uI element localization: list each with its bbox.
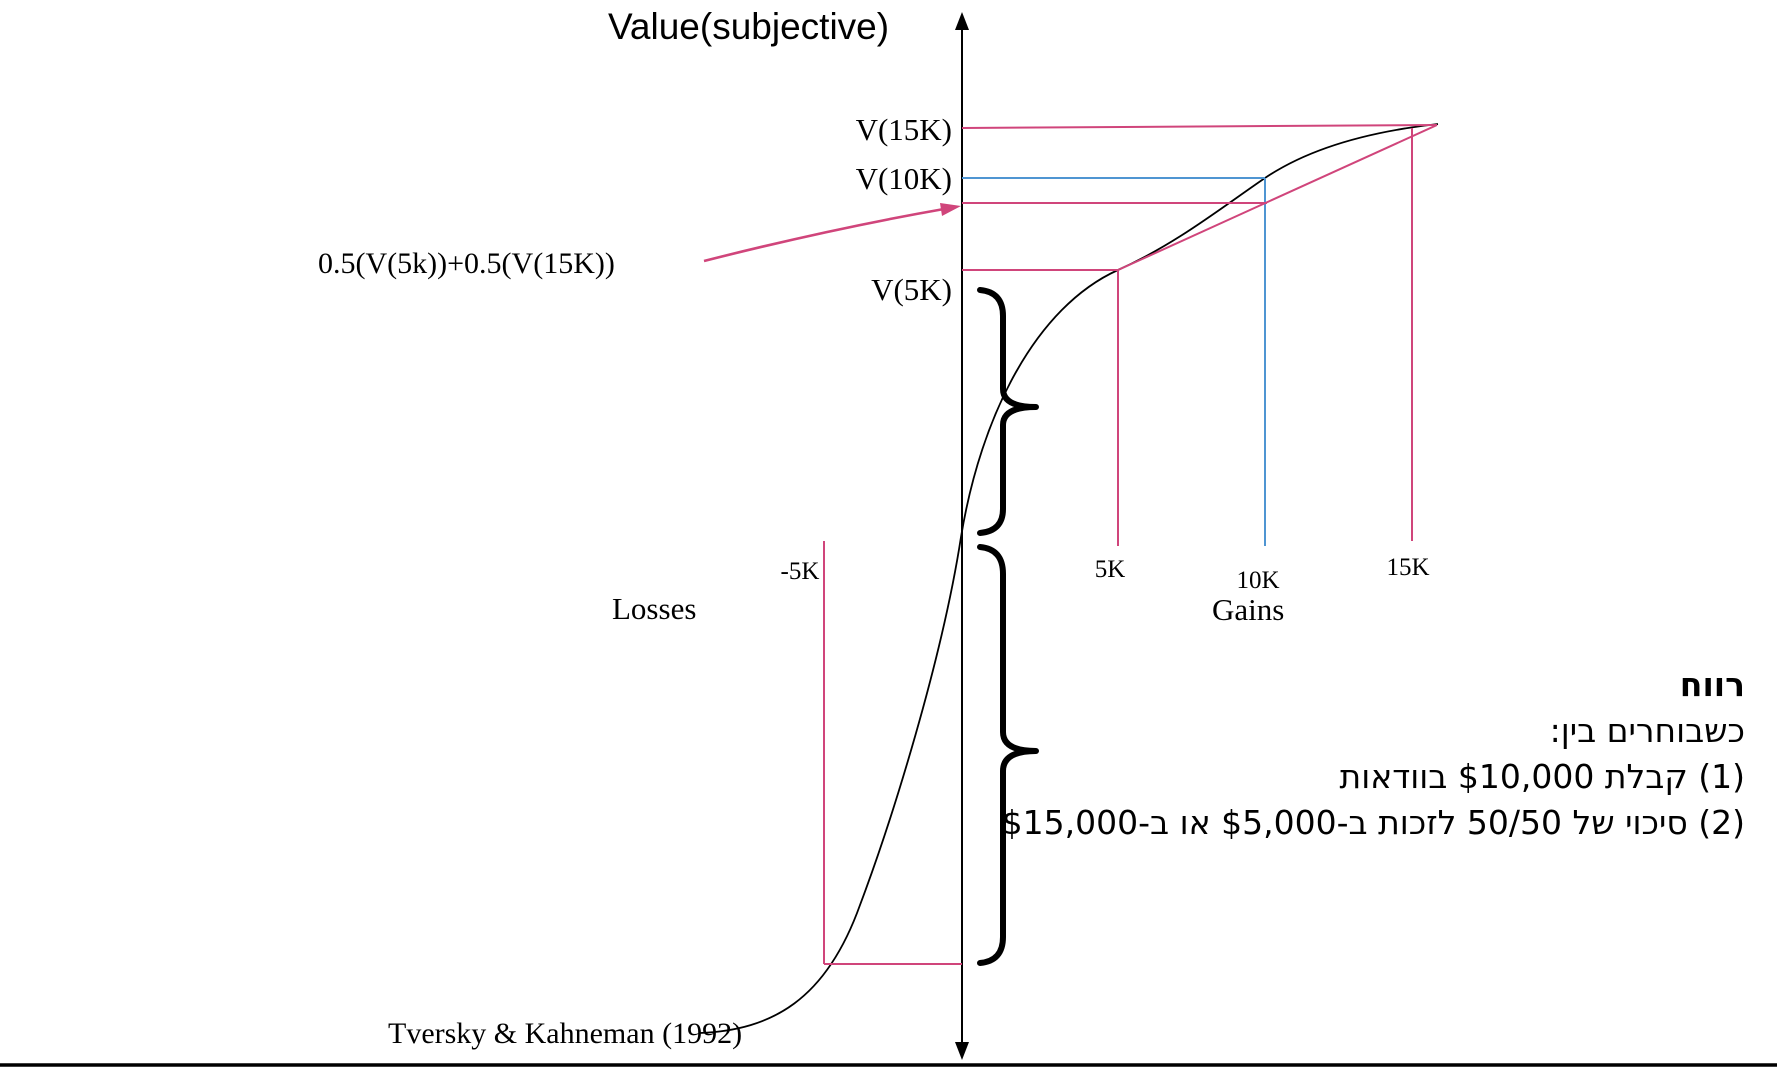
expected-value-formula: 0.5(V(5k))+0.5(V(15K)) xyxy=(318,247,615,280)
tick-10k: 10K xyxy=(1236,567,1280,594)
expected-value-arrowhead-icon xyxy=(940,203,961,216)
hebrew-note-line-2: (1) קבלת $10,000 בוודאות xyxy=(1339,757,1745,796)
tick-neg-5k: -5K xyxy=(780,558,820,585)
value-axis-arrow-up-icon xyxy=(955,12,969,30)
v10k-label: V(10K) xyxy=(855,161,952,196)
loss-brace-icon xyxy=(977,544,1039,966)
v15k-horizontal-line xyxy=(961,124,1438,129)
gains-axis-label: Gains xyxy=(1212,592,1285,627)
v15k-label: V(15K) xyxy=(855,112,952,147)
v5k-label: V(5K) xyxy=(871,272,952,307)
gamble-chord-line xyxy=(1117,124,1438,271)
expected-value-arrow-shaft xyxy=(703,207,945,263)
losses-axis-label: Losses xyxy=(612,591,697,626)
axis-title: Value(subjective) xyxy=(608,6,890,47)
tick-15k: 15K xyxy=(1386,554,1430,581)
hebrew-note-line-1: כשבוחרים בין: xyxy=(1549,711,1745,750)
value-axis-arrow-down-icon xyxy=(955,1042,969,1060)
citation: Tversky & Kahneman (1992) xyxy=(388,1017,743,1050)
gain-brace-icon xyxy=(977,287,1039,536)
hebrew-note-heading: רווח xyxy=(1679,665,1745,704)
hebrew-note-line-3: (2) סיכוי של 50/50 לזכות ב-$5,000 או ב-$… xyxy=(1001,803,1745,842)
value-function-curve xyxy=(699,123,1439,1034)
tick-5k: 5K xyxy=(1094,556,1126,583)
hebrew-note: רווח כשבוחרים בין: (1) קבלת $10,000 בווד… xyxy=(1002,662,1745,846)
